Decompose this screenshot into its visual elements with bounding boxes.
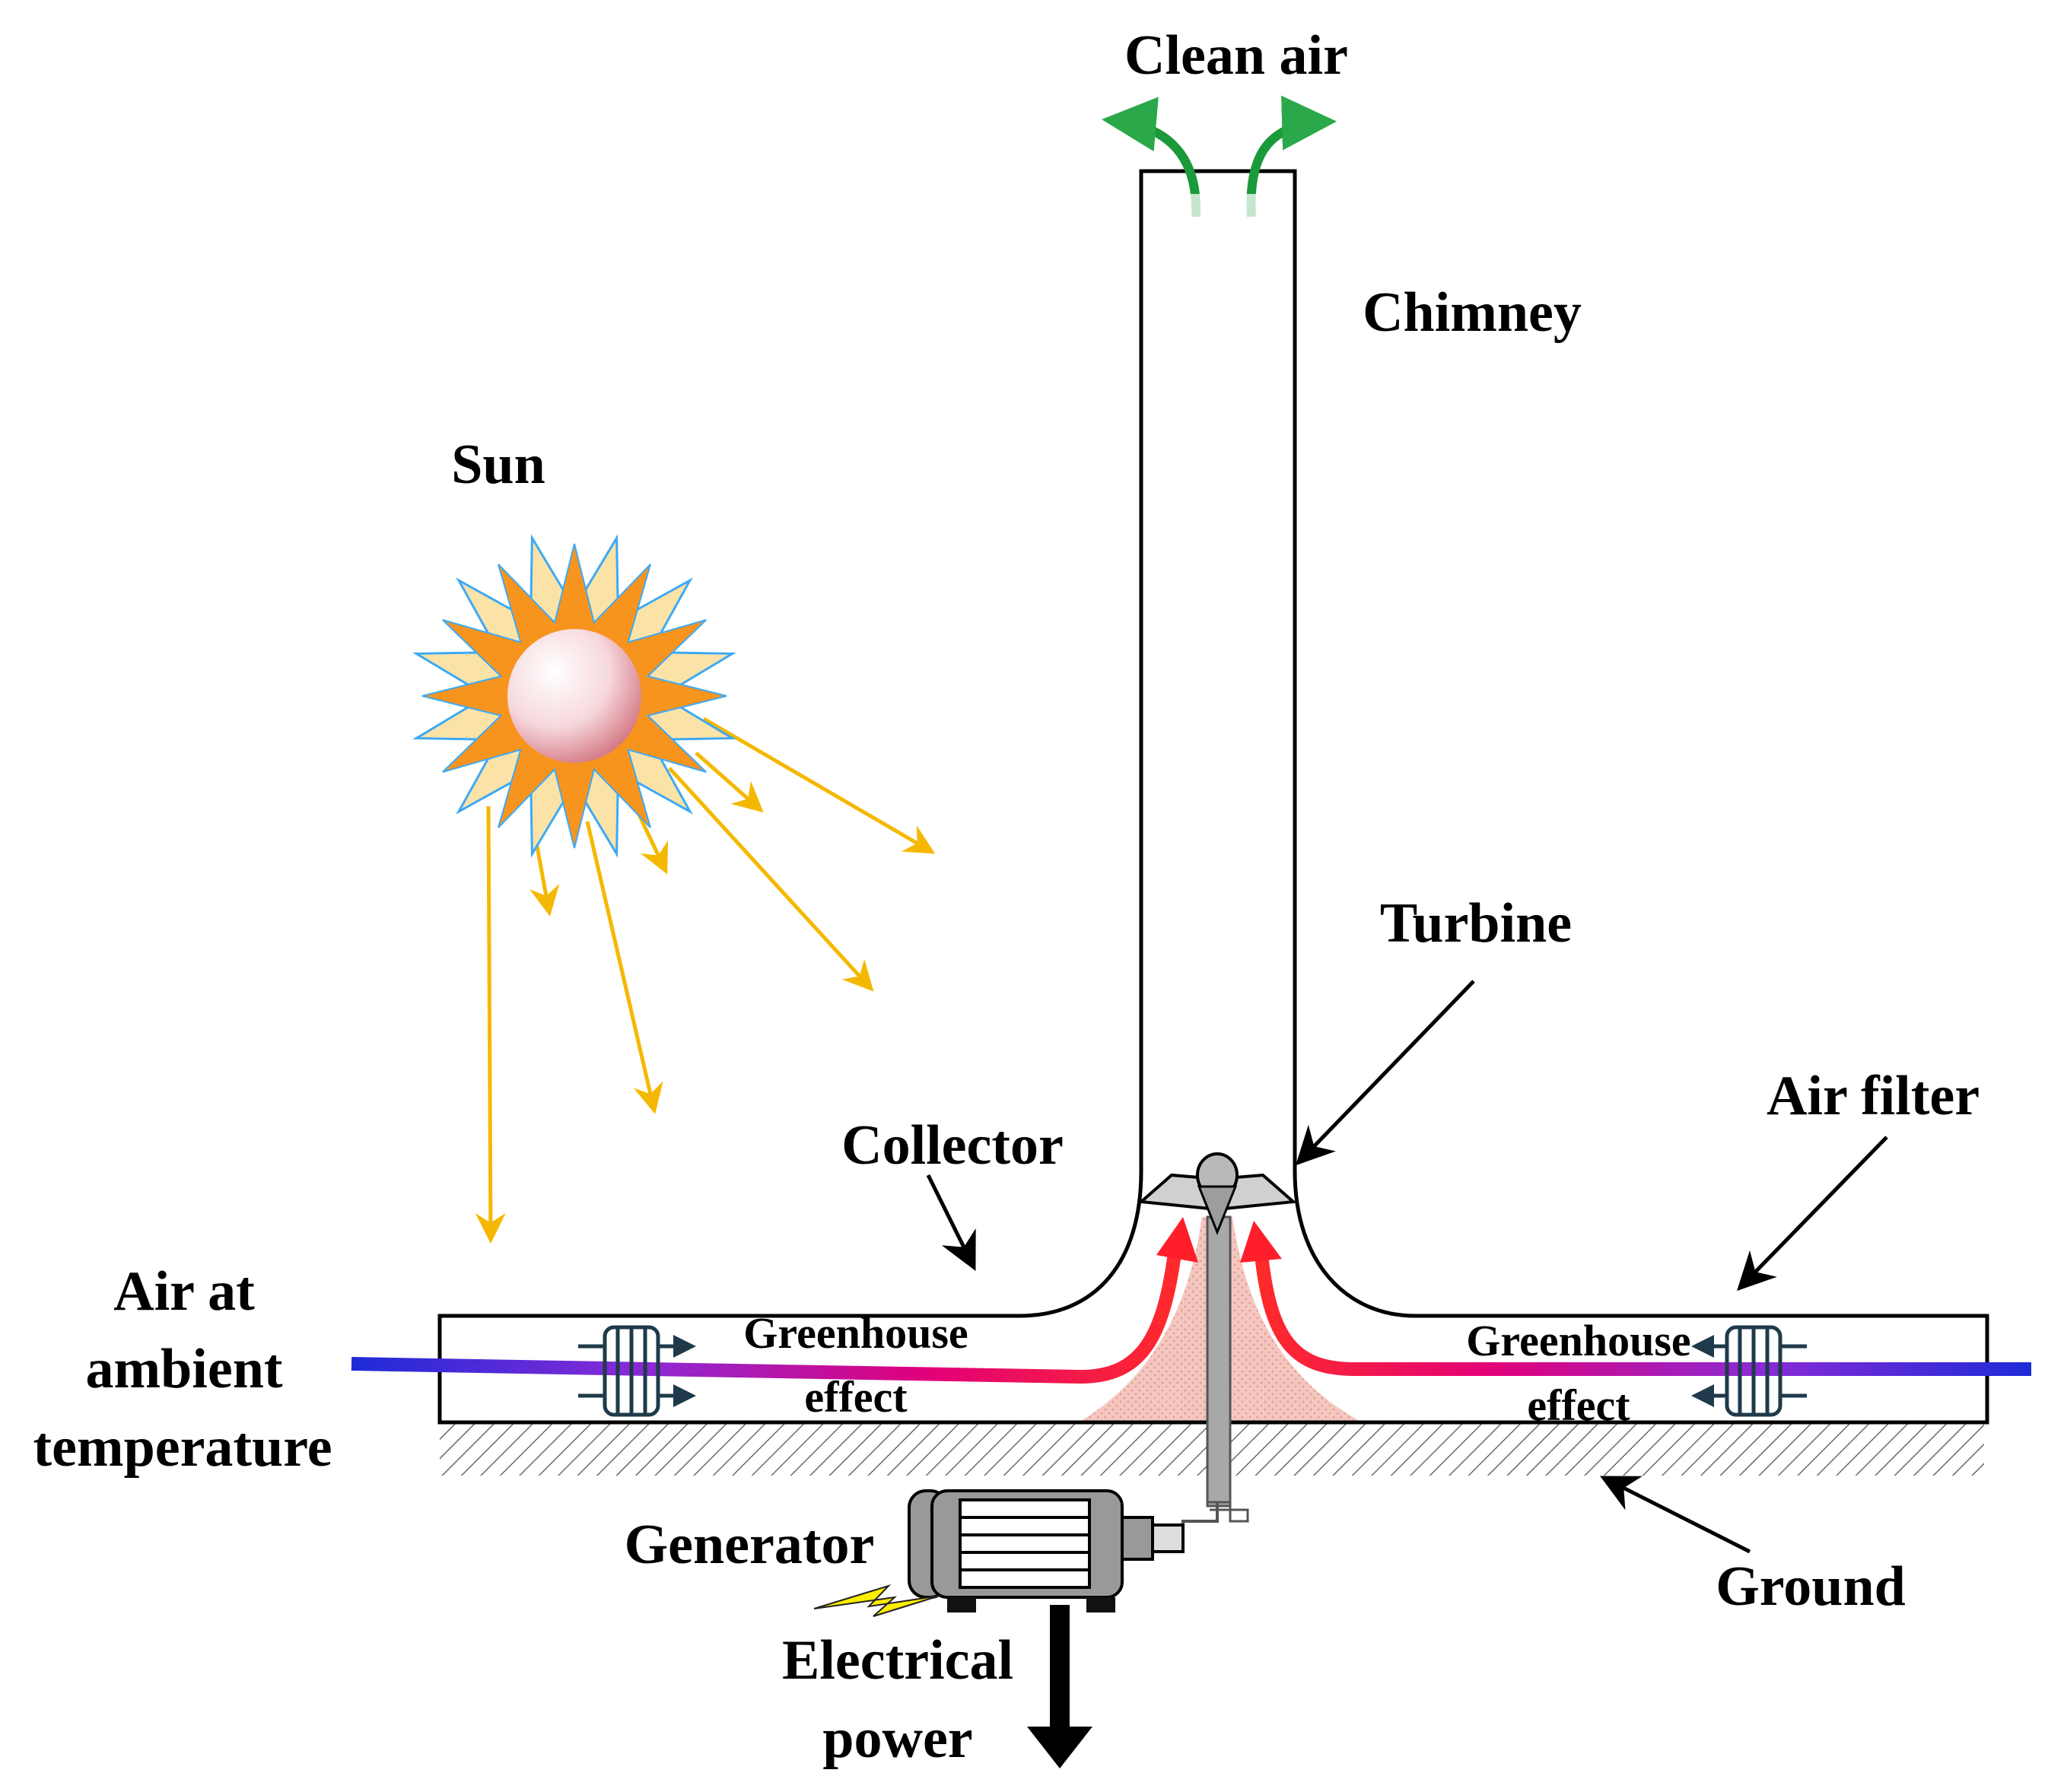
ground-pointer (1600, 1476, 1751, 1554)
label-ground: Ground (1716, 1555, 1906, 1618)
air-filter-pointer (1737, 1136, 1888, 1292)
airflow-right (1255, 1254, 2031, 1376)
lightning-icon (813, 1584, 940, 1617)
label-air-at-ambient-3: temperature (33, 1416, 332, 1479)
label-greenhouse-left-1: Greenhouse (743, 1308, 968, 1358)
label-greenhouse-right-1: Greenhouse (1466, 1316, 1690, 1365)
label-clean-air: Clean air (1124, 24, 1348, 87)
airflow-left-arrowhead (1156, 1217, 1198, 1263)
label-air-at-ambient-2: ambient (86, 1338, 283, 1400)
label-electrical-1: Electrical (782, 1629, 1013, 1692)
label-turbine: Turbine (1380, 892, 1572, 955)
clean-air-fade (1172, 194, 1270, 224)
label-generator: Generator (625, 1514, 875, 1576)
air-filter-left (578, 1325, 696, 1417)
label-greenhouse-left-2: effect (804, 1372, 908, 1422)
label-chimney: Chimney (1363, 281, 1582, 344)
electrical-power-arrow (1027, 1605, 1092, 1768)
turbine-pointer (1296, 980, 1475, 1166)
label-collector: Collector (841, 1114, 1064, 1177)
airflow-left (351, 1246, 1182, 1384)
label-sun: Sun (451, 434, 545, 496)
airflow-right-arrowhead (1240, 1221, 1282, 1263)
generator-icon (908, 1489, 1185, 1612)
label-air-at-ambient-1: Air at (113, 1260, 255, 1323)
sun-icon (412, 534, 736, 858)
coupling (1207, 1501, 1249, 1523)
turbine (1137, 1152, 1297, 1236)
turbine-shaft (1206, 1215, 1232, 1508)
label-air-filter: Air filter (1767, 1065, 1980, 1127)
collector-pointer (926, 1174, 976, 1271)
sun-rays (475, 716, 936, 1244)
collector-chimney-outline (437, 169, 1989, 1425)
label-electrical-2: power (822, 1708, 972, 1770)
label-greenhouse-right-2: effect (1527, 1381, 1630, 1430)
air-filter-right (1691, 1325, 1807, 1417)
